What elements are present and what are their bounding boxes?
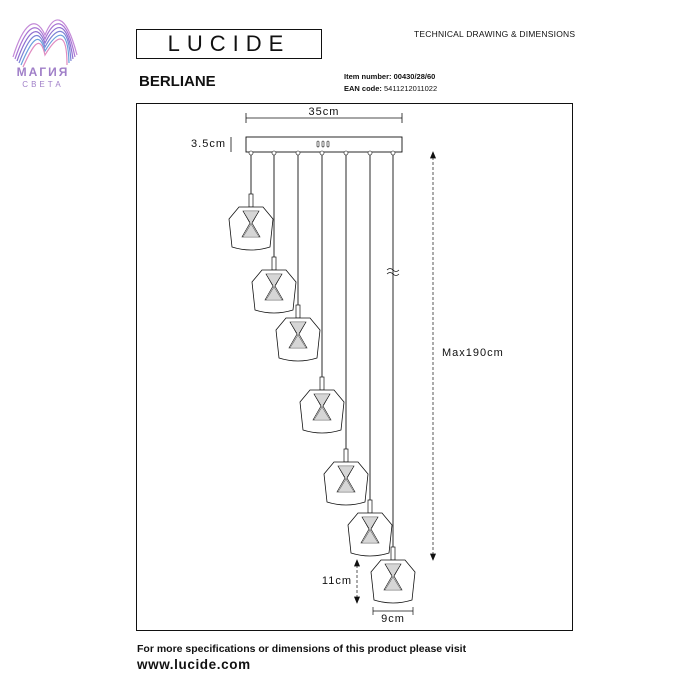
cables xyxy=(250,152,394,550)
distributor-subtitle: СВЕТА xyxy=(22,80,64,89)
pendant-shade-4 xyxy=(299,376,345,434)
canopy-height-label: 3.5cm xyxy=(191,138,226,150)
canopy-width-label: 35cm xyxy=(309,106,340,118)
section-title: TECHNICAL DRAWING & DIMENSIONS xyxy=(414,29,576,39)
brand-logo-text: LUCIDE xyxy=(167,31,291,56)
pendant-shade-1 xyxy=(228,193,274,251)
drawing-frame xyxy=(136,103,573,631)
pendant-shade-6 xyxy=(347,499,393,557)
item-number-label: Item number: xyxy=(344,72,392,81)
brand-logo: LUCIDE xyxy=(136,29,322,59)
ean-value: 5411212011022 xyxy=(384,84,438,93)
pendant-shade-5 xyxy=(323,448,369,506)
pendant-shade-2 xyxy=(251,256,297,314)
max-height-label: Max190cm xyxy=(442,347,504,359)
footer-text: For more specifications or dimensions of… xyxy=(137,643,467,655)
ean-label: EAN code: xyxy=(344,84,382,93)
ean-line: EAN code: 5411212011022 xyxy=(344,84,437,93)
shade-height-label: 11cm xyxy=(322,575,352,587)
item-number-value: 00430/28/60 xyxy=(393,72,436,81)
shade-width-label: 9cm xyxy=(381,613,405,625)
distributor-logo xyxy=(12,19,78,68)
distributor-name: МАГИЯ xyxy=(16,65,70,79)
item-number-line: Item number: 00430/28/60 xyxy=(344,72,435,81)
footer-url-link[interactable]: www.lucide.com xyxy=(137,657,251,672)
pendant-shade-3 xyxy=(275,304,321,362)
product-name: BERLIANE xyxy=(139,73,216,90)
